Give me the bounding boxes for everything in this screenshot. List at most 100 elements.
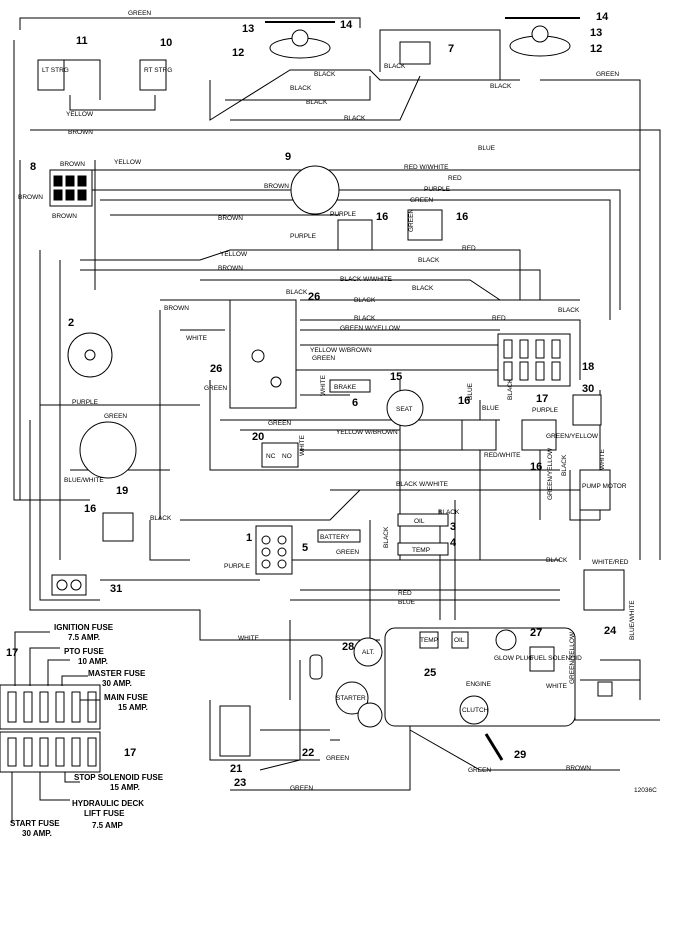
num-4: 4 xyxy=(450,537,457,549)
num-15: 15 xyxy=(390,371,402,383)
wire-purple-2: PURPLE xyxy=(330,211,357,218)
wire-red-3: RED xyxy=(492,315,506,322)
wire-purple-4: PURPLE xyxy=(72,399,99,406)
ignition-fuse-label: IGNITION FUSE xyxy=(54,623,114,632)
num-11: 11 xyxy=(76,35,88,47)
pto-fuse-amp: 10 AMP. xyxy=(78,657,108,666)
wire-yellow-3: YELLOW xyxy=(220,251,248,258)
num-3: 3 xyxy=(450,521,456,533)
wire-green-3: GREEN xyxy=(410,197,433,204)
engine-block xyxy=(384,627,576,727)
hydraulic-fuse-label: HYDRAULIC DECK xyxy=(72,799,144,808)
temp-sender-label: TEMP xyxy=(420,637,438,644)
battery-21 xyxy=(219,705,251,757)
fuel-solenoid-label: FUEL SOLENOID xyxy=(530,655,582,662)
wire-green-4: GREEN xyxy=(312,355,335,362)
wire-black-2: BLACK xyxy=(290,85,312,92)
wire-brown-6: BROWN xyxy=(218,215,243,222)
wire-yellow-1: YELLOW xyxy=(66,111,94,118)
oil-label: OIL xyxy=(414,518,425,525)
wire-green-5: GREEN xyxy=(204,385,227,392)
wire-purple-1: PURPLE xyxy=(424,186,451,193)
wire-black-6: BLACK xyxy=(490,83,512,90)
wire-green-top: GREEN xyxy=(128,10,151,17)
num-9: 9 xyxy=(285,151,291,163)
wire-black-1: BLACK xyxy=(314,71,336,78)
relay-16a xyxy=(337,219,373,251)
ref-code: 12036C xyxy=(634,787,657,794)
num-2: 2 xyxy=(68,317,74,329)
wire-black-15: BLACK xyxy=(546,557,568,564)
wire-labels: GREEN BLACK BLACK BLACK BLACK BLACK BLAC… xyxy=(18,10,629,792)
num-18: 18 xyxy=(582,361,594,373)
num-28: 28 xyxy=(342,641,354,653)
num-14b: 14 xyxy=(596,11,609,23)
wire-greenyellow-1: GREEN W/YELLOW xyxy=(340,325,401,332)
num-1: 1 xyxy=(246,532,252,544)
num-20: 20 xyxy=(252,431,264,443)
num-13: 13 xyxy=(242,23,254,35)
fuse-block-17b xyxy=(0,731,101,773)
wire-green-8: GREEN xyxy=(336,549,359,556)
connector-bank-18 xyxy=(497,333,571,387)
rt-strg-label: RT STRG xyxy=(144,67,172,74)
engine-label: ENGINE xyxy=(466,681,492,688)
connector-1 xyxy=(255,525,293,575)
wire-purple-6: PURPLE xyxy=(224,563,251,570)
relay-16e xyxy=(102,512,134,542)
num-14: 14 xyxy=(340,19,353,31)
num-16d: 16 xyxy=(530,461,542,473)
seat-switch-15 xyxy=(386,389,424,427)
wire-red-4: RED xyxy=(398,590,412,597)
relay-16b xyxy=(407,209,443,241)
wire-black-v1: BLACK xyxy=(507,378,514,400)
wire-brown-2: BROWN xyxy=(60,161,85,168)
battery-label: BATTERY xyxy=(320,534,350,541)
wire-brown-3: BROWN xyxy=(18,194,43,201)
stop-solenoid-fuse-amp: 15 AMP. xyxy=(110,783,140,792)
pump-motor-label: PUMP MOTOR xyxy=(582,483,627,490)
wire-white-v3: WHITE xyxy=(599,448,606,470)
hydraulic-fuse-label2: LIFT FUSE xyxy=(84,809,125,818)
wire-brown-8: BROWN xyxy=(164,305,189,312)
component-numbers: 1 2 3 4 5 6 7 8 9 10 11 12 12 13 13 14 1… xyxy=(6,11,617,789)
temp-label: TEMP xyxy=(412,547,430,554)
regulator-24 xyxy=(583,569,625,611)
right-steering-switch xyxy=(139,59,167,91)
ignition-fuse-amp: 7.5 AMP. xyxy=(68,633,100,642)
master-fuse-amp: 30 AMP. xyxy=(102,679,132,688)
component-text: LT STRG RT STRG BRAKE SEAT BATTERY OIL T… xyxy=(42,67,657,794)
num-17c: 17 xyxy=(536,393,548,405)
pto-switch-19 xyxy=(79,421,137,479)
wire-blue-v: BLUE xyxy=(467,382,474,400)
wire-redwhite-2: RED/WHITE xyxy=(484,452,521,459)
hour-meter-2 xyxy=(67,332,113,378)
wire-black-v2: BLACK xyxy=(561,454,568,476)
fuel-solenoid-27 xyxy=(529,646,555,672)
no-label: NO xyxy=(282,453,292,460)
wire-black-10: BLACK xyxy=(354,297,376,304)
num-12b: 12 xyxy=(590,43,602,55)
num-22: 22 xyxy=(302,747,314,759)
wire-black-5: BLACK xyxy=(384,63,406,70)
wire-blue-1: BLUE xyxy=(478,145,496,152)
brake-label: BRAKE xyxy=(334,384,357,391)
num-10: 10 xyxy=(160,37,172,49)
wire-whitered: WHITE/RED xyxy=(592,559,629,566)
start-fuse-label: START FUSE xyxy=(10,819,60,828)
starter-label: STARTER xyxy=(336,695,366,702)
wire-greenyellow-2: GREEN/YELLOW xyxy=(546,433,599,440)
seat-label: SEAT xyxy=(396,406,413,413)
wire-yellowbrown-2: YELLOW W/BROWN xyxy=(336,429,398,436)
wire-black-9: BLACK xyxy=(286,289,308,296)
wire-green-6: GREEN xyxy=(104,413,127,420)
headlight-left xyxy=(265,21,335,59)
main-fuse-amp: 15 AMP. xyxy=(118,703,148,712)
wire-black-7: BLACK xyxy=(418,257,440,264)
num-16b: 16 xyxy=(456,211,468,223)
num-17a: 17 xyxy=(6,647,18,659)
wire-green-2: GREEN xyxy=(596,71,619,78)
wire-white-v2: WHITE xyxy=(299,434,306,456)
num-26b: 26 xyxy=(210,363,222,375)
wire-red-1: RED xyxy=(448,175,462,182)
